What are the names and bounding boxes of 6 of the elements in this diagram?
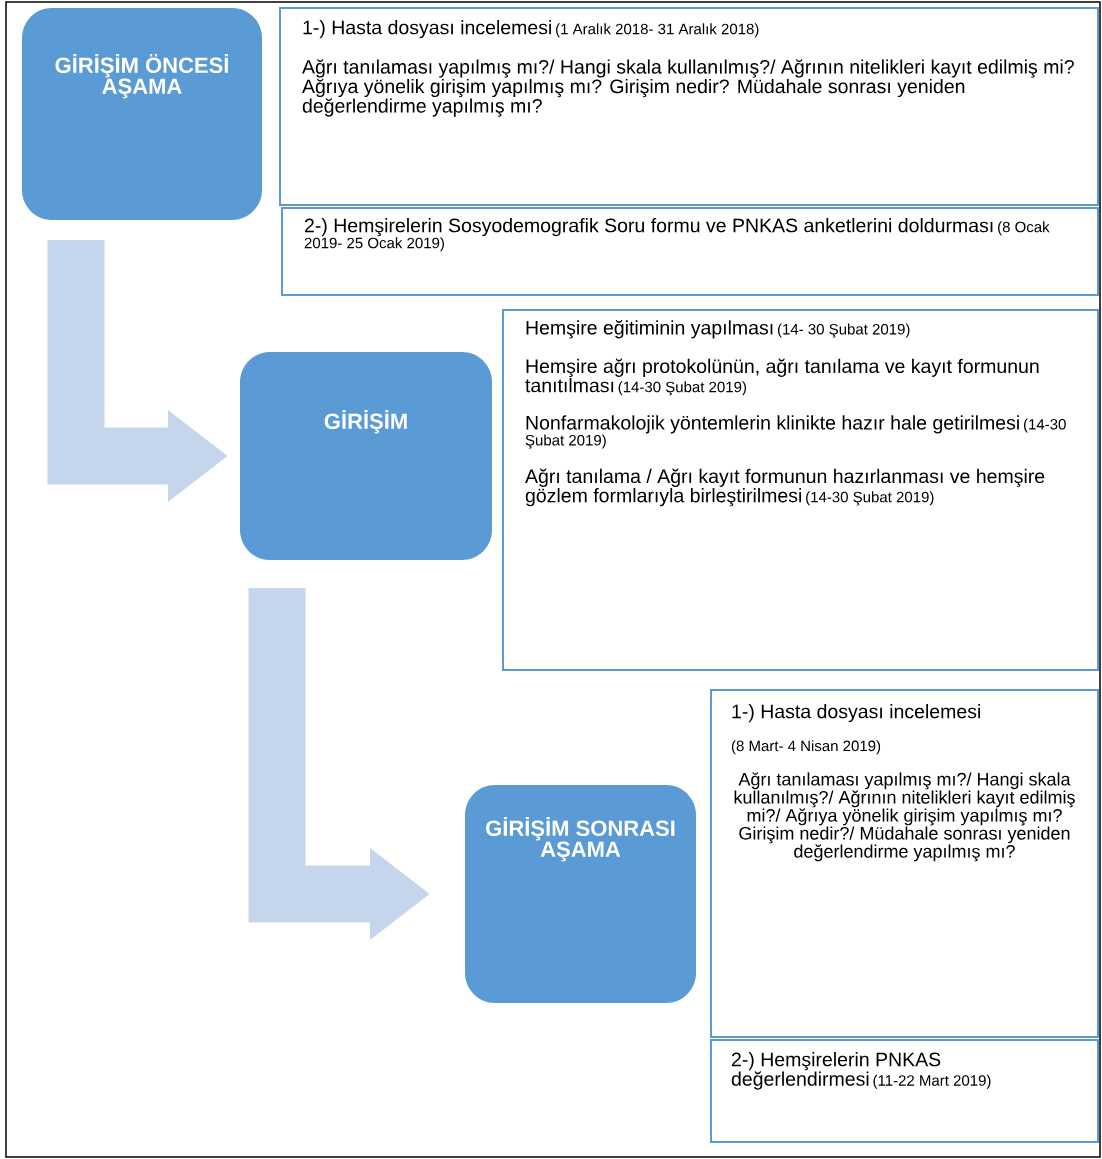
- text-box: 2-) Hemşirelerin Sosyodemografik Soru formu ve PNKAS anketlerini doldurması (8 Ocak 2019- 25 Ocak 2019): [281, 207, 1099, 296]
- text-box: Hemşire eğitiminin yapılması (14- 30 Şubat 2019) Hemşire ağrı protokolünün, ağrı tanılama ve kayıt formunun tanıtılması (14-30 Şubat 2019) Nonfarmakolojik yöntemlerin klinikte hazır hale getirilmesi (14-30 Şubat 2019) Ağrı tanılama / Ağrı kayıt formunun hazırlanması ve hemşire gözlem formlarıyla birleştirilmesi (14-30 Şubat 2019): [502, 309, 1099, 671]
- stage-box: GİRİŞİM ÖNCESİ AŞAMA: [22, 8, 262, 220]
- text-box: 2-) Hemşirelerin PNKAS değerlendirmesi (11-22 Mart 2019): [710, 1039, 1099, 1143]
- stage-box: GİRİŞİM: [240, 352, 492, 560]
- stage-box: GİRİŞİM SONRASI AŞAMA: [465, 785, 696, 1003]
